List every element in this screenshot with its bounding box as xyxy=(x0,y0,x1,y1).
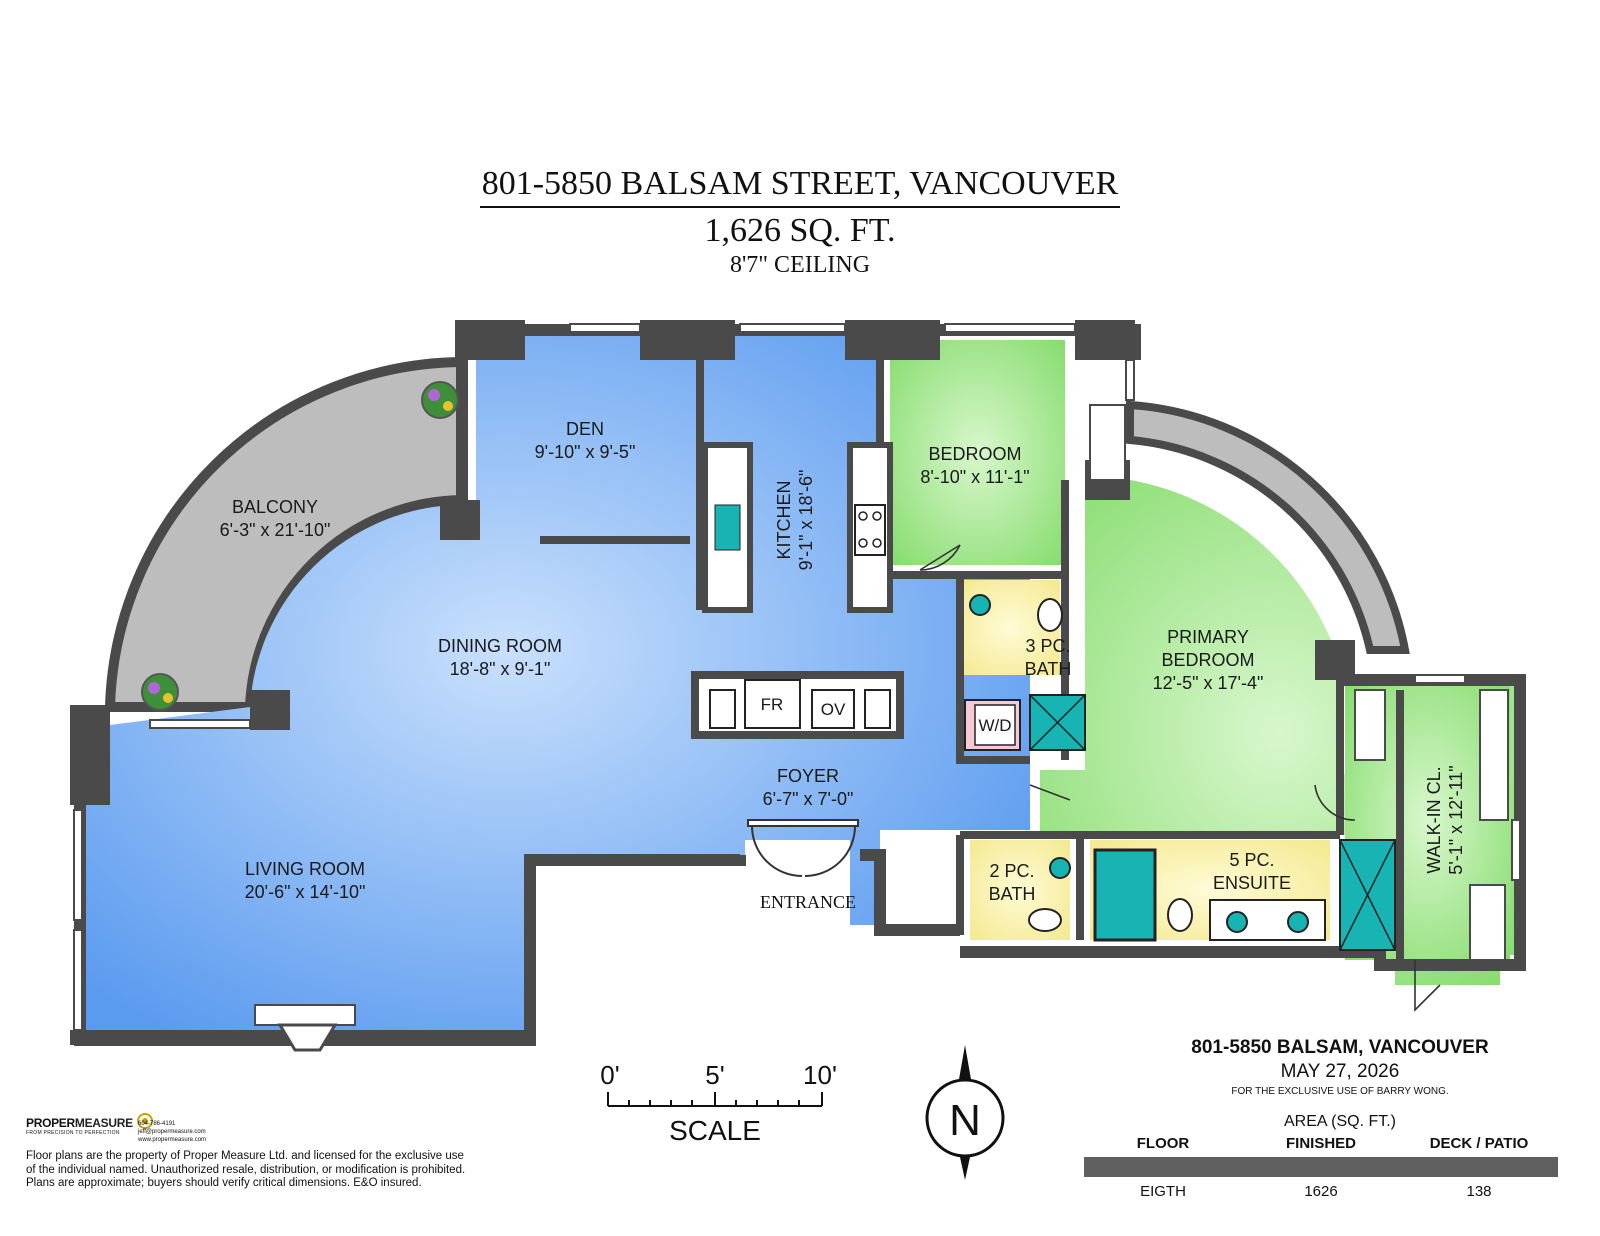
area-table-header: FLOOR FINISHED DECK / PATIO xyxy=(1084,1135,1558,1155)
foyer-dims: 6'-7" x 7'-0" xyxy=(763,789,854,809)
header-finished: FINISHED xyxy=(1285,1135,1356,1152)
ensuite-label-1: 5 PC. xyxy=(1229,850,1274,870)
scale-tick-5: 5' xyxy=(705,1060,724,1090)
fireplace-hearth xyxy=(254,1004,356,1026)
brand-logo: PROPERMEASURE FROM PRECISION TO PERFECTI… xyxy=(26,1112,154,1136)
row-finished: 1626 xyxy=(1304,1183,1338,1200)
info-address: 801-5850 BALSAM, VANCOUVER xyxy=(1191,1037,1489,1058)
disclaimer-text: Floor plans are the property of Proper M… xyxy=(26,1150,466,1189)
bath2-label-2: BATH xyxy=(989,884,1036,904)
plan-area: 1,626 SQ. FT. xyxy=(704,212,896,249)
den-label: DEN xyxy=(566,419,604,439)
bath3-label-2: BATH xyxy=(1025,659,1072,679)
ensuite-label-2: ENSUITE xyxy=(1213,873,1291,893)
compass-icon: N xyxy=(925,1045,1005,1180)
door-swings xyxy=(919,544,1441,1012)
primary-label-2: BEDROOM xyxy=(1161,650,1254,670)
fridge-label: FR xyxy=(761,695,784,714)
bedroom-dims: 8'-10" x 11'-1" xyxy=(920,467,1029,487)
primary-label-1: PRIMARY xyxy=(1167,627,1249,647)
fireplace-icon xyxy=(277,1023,338,1052)
balcony-area xyxy=(104,356,467,712)
balcony-dims: 6'-3" x 21'-10" xyxy=(220,520,331,540)
living-dims: 20'-6" x 14'-10" xyxy=(245,882,366,902)
scale-bar: 0' 5' 10' SCALE xyxy=(590,1056,840,1146)
info-date: MAY 27, 2026 xyxy=(1280,1061,1400,1082)
walkin-label: WALK-IN CL. xyxy=(1424,766,1444,873)
bath2-label-1: 2 PC. xyxy=(989,861,1034,881)
scale-tick-10: 10' xyxy=(803,1060,837,1090)
brand-name-b: MEASURE xyxy=(74,1116,133,1130)
brand-name-a: PROPER xyxy=(26,1116,75,1130)
toilet-ensuite-icon xyxy=(1167,898,1193,932)
toilet-bath3-icon xyxy=(1037,598,1063,632)
dining-dims: 18'-8" x 9'-1" xyxy=(450,659,551,679)
row-deck: 138 xyxy=(1466,1183,1492,1200)
info-note: FOR THE EXCLUSIVE USE OF BARRY WONG. xyxy=(1231,1086,1449,1097)
row-floor: EIGTH xyxy=(1140,1183,1186,1200)
plant-icon-upper xyxy=(421,381,459,419)
scale-tick-0: 0' xyxy=(600,1060,619,1090)
bathtub-icon xyxy=(1093,848,1157,942)
header-deck: DECK / PATIO xyxy=(1429,1135,1529,1152)
oven-box xyxy=(811,689,855,729)
area-table-row: EIGTH 1626 138 xyxy=(1084,1183,1558,1203)
den-dims: 9'-10" x 9'-5" xyxy=(535,442,636,462)
toilet-bath2-icon xyxy=(1028,908,1062,932)
entrance-label: ENTRANCE xyxy=(760,892,856,912)
brand-phone: 604-786-4191 xyxy=(138,1121,176,1127)
brand-web: www.propermeasure.com xyxy=(138,1137,207,1143)
living-label: LIVING ROOM xyxy=(245,859,365,879)
scale-label: SCALE xyxy=(669,1115,761,1146)
area-table: FLOOR FINISHED DECK / PATIO EIGTH 1626 1… xyxy=(1084,1135,1558,1203)
kitchen-label: KITCHEN xyxy=(774,480,794,559)
cooktop-icon xyxy=(854,504,886,556)
main-living-area xyxy=(80,335,1030,1035)
closet-shelves xyxy=(1089,404,1509,961)
entrance-door xyxy=(747,819,859,877)
dining-label: DINING ROOM xyxy=(438,636,562,656)
bath3-label-1: 3 PC. xyxy=(1025,636,1070,656)
fridge-box xyxy=(744,679,801,729)
brand-email: jeff@propermeasure.com xyxy=(138,1129,206,1135)
target-icon xyxy=(136,1113,153,1129)
foyer-label: FOYER xyxy=(777,766,839,786)
sink-bath2-icon xyxy=(1049,857,1071,879)
bedroom-label: BEDROOM xyxy=(928,444,1021,464)
brand-tagline: FROM PRECISION TO PERFECTION xyxy=(26,1130,120,1136)
brand-contact: 604-786-4191 jeff@propermeasure.com www.… xyxy=(138,1120,206,1144)
cooktop-burners xyxy=(858,511,882,548)
windows xyxy=(73,323,1521,1031)
balcony-label: BALCONY xyxy=(232,497,318,517)
primary-dims: 12'-5" x 17'-4" xyxy=(1153,673,1264,693)
bedroom-area xyxy=(890,340,1065,565)
kitchen-dims: 9'-1" x 18'-6" xyxy=(796,470,816,571)
primary-balcony-arc xyxy=(1126,400,1410,654)
ceiling-height: 8'7" CEILING xyxy=(729,252,871,278)
area-table-divider xyxy=(1084,1157,1558,1177)
scale-ruler xyxy=(607,1092,823,1107)
walkin-dims: 5'-1" x 12'-11" xyxy=(1446,765,1466,874)
kitchen-sink xyxy=(714,504,741,551)
wall-blocks xyxy=(70,320,1355,1045)
oven-label: OV xyxy=(821,700,846,719)
plan-title: 801-5850 BALSAM STREET, VANCOUVER xyxy=(0,165,1600,208)
area-title: AREA (SQ. FT.) xyxy=(1283,1113,1396,1130)
plant-icon-lower xyxy=(141,673,179,711)
sink-bath3-icon xyxy=(969,594,991,616)
header-floor: FLOOR xyxy=(1136,1135,1190,1152)
compass-letter: N xyxy=(949,1096,981,1145)
wd-label: W/D xyxy=(978,716,1011,735)
